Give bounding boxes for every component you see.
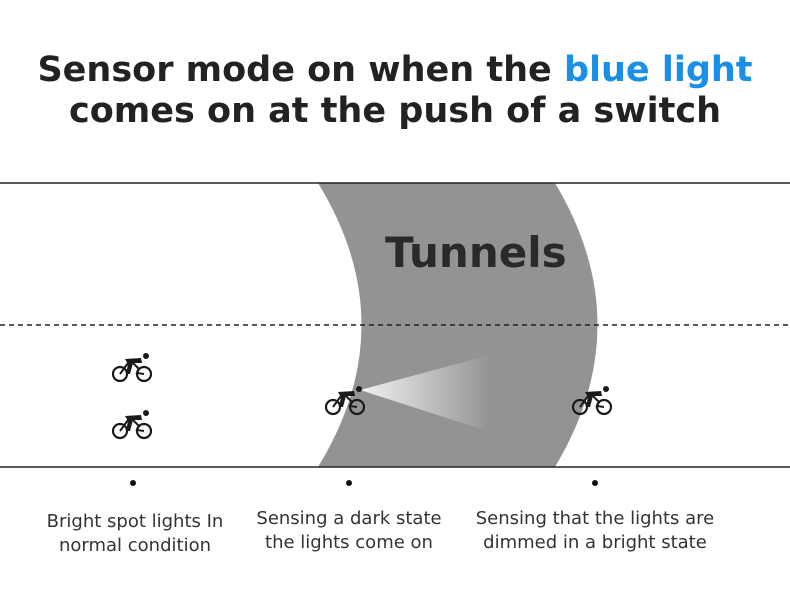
caption-normal: Bright spot lights In normal condition — [15, 510, 255, 558]
headline-line-2: comes on at the push of a switch — [69, 91, 721, 131]
bullet-dot — [130, 480, 136, 486]
caption-line: dimmed in a bright state — [483, 532, 707, 553]
headline-text: Sensor mode on when the — [37, 50, 564, 90]
caption-bright: Sensing that the lights are dimmed in a … — [455, 507, 735, 555]
cyclist-icon — [111, 351, 153, 383]
cyclist-icon — [324, 384, 366, 416]
caption-line: Sensing that the lights are — [475, 508, 715, 529]
headlight-beam — [360, 355, 490, 432]
headline-line-1: Sensor mode on when the blue light — [0, 49, 790, 91]
caption-line: normal condition — [58, 535, 211, 556]
cyclist-icon — [571, 384, 613, 416]
bullet-dot — [592, 480, 598, 486]
cyclist-icon — [111, 408, 153, 440]
caption-line: Bright spot lights In — [46, 511, 224, 532]
caption-line: Sensing a dark state — [256, 508, 442, 529]
headline-highlight: blue light — [563, 50, 753, 90]
caption-dark: Sensing a dark state the lights come on — [229, 507, 469, 555]
tunnel-shape — [318, 183, 598, 467]
bullet-dot — [346, 480, 352, 486]
tunnel-label: Tunnels — [385, 228, 567, 277]
caption-line: the lights come on — [265, 532, 433, 553]
